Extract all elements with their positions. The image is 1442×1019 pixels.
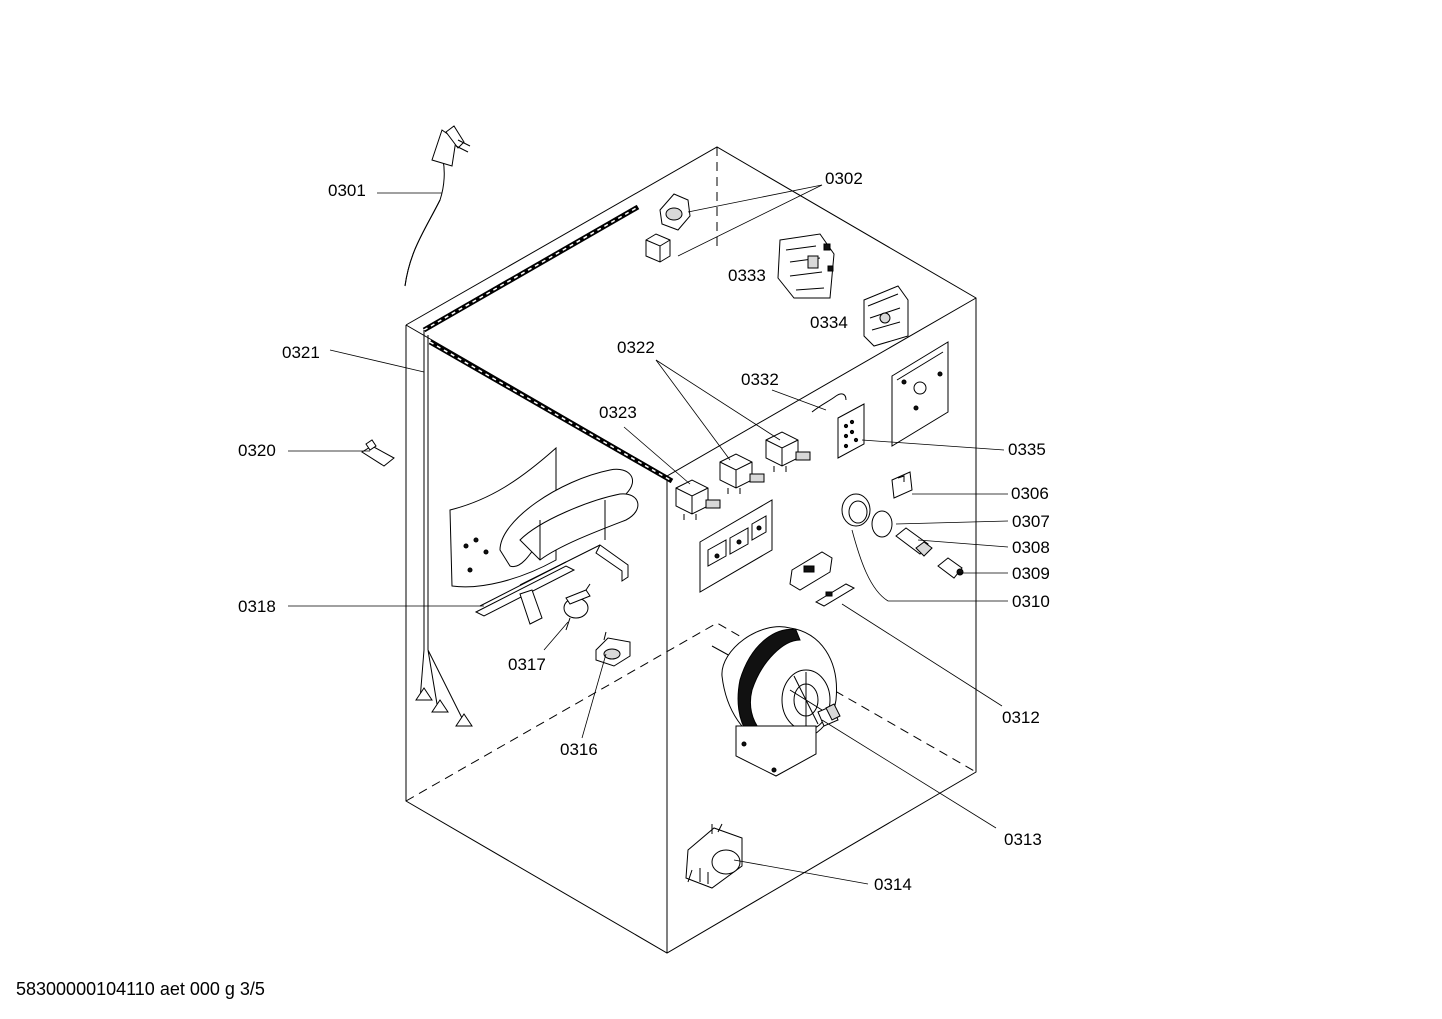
callout-0332: 0332	[741, 370, 779, 389]
switch-panel	[699, 499, 773, 593]
callout-0321: 0321	[282, 343, 320, 362]
thermostat-0317	[563, 583, 591, 631]
callout-0317: 0317	[508, 655, 546, 674]
mains-plug-cable	[404, 125, 471, 287]
callout-0313: 0313	[1004, 830, 1042, 849]
seal-ring-0307	[871, 510, 893, 538]
document-id: 58300000104110 aet 000 g 3/5	[16, 979, 265, 999]
switch-0323	[675, 479, 721, 520]
callout-0320: 0320	[238, 441, 276, 460]
callout-0312: 0312	[1002, 708, 1040, 727]
callout-0333: 0333	[728, 266, 766, 285]
mounting-plate	[891, 341, 949, 447]
wiring-harness	[415, 204, 674, 727]
lamp-0308	[895, 527, 933, 557]
pcb-0335	[837, 403, 865, 459]
callout-0307: 0307	[1012, 512, 1050, 531]
clip-0320	[361, 439, 395, 467]
cap-0309	[937, 557, 964, 579]
callout-0318: 0318	[238, 597, 276, 616]
control-module-0334	[863, 285, 909, 347]
callout-0308: 0308	[1012, 538, 1050, 557]
motor-0313	[711, 626, 841, 777]
callout-0302: 0302	[825, 169, 863, 188]
lamp-holder-0310	[841, 493, 871, 527]
callout-labels: 0301 0302 0333 0334 0321 0322 0332 0323 …	[238, 169, 1050, 894]
callout-0310: 0310	[1012, 592, 1050, 611]
thermostat-0316	[595, 631, 631, 667]
control-module-0333	[777, 233, 835, 299]
callout-0323: 0323	[599, 403, 637, 422]
terminal-block-0312	[789, 551, 856, 607]
callout-0309: 0309	[1012, 564, 1050, 583]
callout-0334: 0334	[810, 313, 848, 332]
switch-0322-left	[719, 453, 765, 494]
pressure-switch-0314	[685, 823, 743, 889]
connector-cable-0332	[811, 393, 847, 413]
callout-0301: 0301	[328, 181, 366, 200]
top-clips	[645, 193, 691, 263]
leader-lines	[288, 184, 1009, 885]
bracket-0306	[891, 471, 913, 499]
callout-0314: 0314	[874, 875, 912, 894]
callout-0306: 0306	[1011, 484, 1049, 503]
callout-0316: 0316	[560, 740, 598, 759]
switch-0322-right	[765, 431, 811, 472]
callout-0335: 0335	[1008, 440, 1046, 459]
callout-0322: 0322	[617, 338, 655, 357]
heater-assembly	[449, 446, 639, 625]
